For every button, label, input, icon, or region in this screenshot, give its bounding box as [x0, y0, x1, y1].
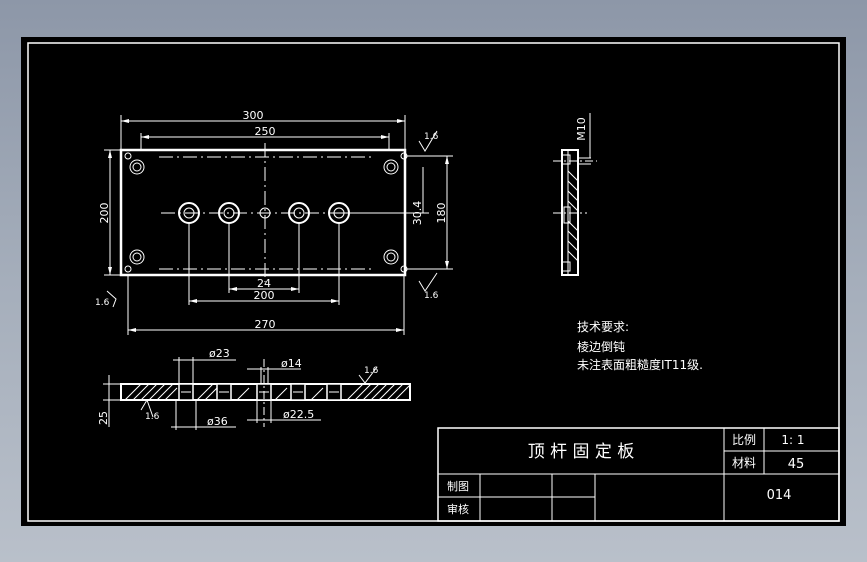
drawing-border [27, 42, 840, 522]
checked-label: 审核 [447, 502, 469, 516]
notes-heading: 技术要求: [577, 320, 629, 334]
roughness-left: 1.6 [95, 298, 110, 308]
drawn-label: 制图 [447, 480, 469, 493]
roughness-section-top: 1.6 [364, 366, 379, 376]
title-block [437, 427, 840, 522]
notes-line2: 未注表面粗糙度IT11级. [577, 357, 703, 372]
roughness-right: 1.6 [424, 291, 439, 301]
scale-label: 比例 [732, 433, 756, 447]
drawing-number: 014 [767, 488, 792, 503]
material-label: 材料 [732, 456, 756, 470]
dim-25: 25 [97, 411, 110, 425]
dim-250: 250 [255, 125, 276, 138]
scale-value: 1: 1 [781, 433, 804, 447]
dim-30-4: 30.4 [411, 201, 424, 226]
thread-label: M10 [575, 117, 588, 141]
dim-phi36: ø36 [207, 415, 228, 428]
side-view [553, 113, 597, 276]
roughness-section-bottom: 1.6 [145, 412, 160, 422]
notes-line1: 棱边倒钝 [577, 339, 625, 354]
section-view [103, 357, 411, 430]
dim-phi22-5: ø22.5 [283, 408, 314, 421]
roughness-top: 1.6 [424, 132, 439, 142]
material-value: 45 [788, 457, 805, 472]
dim-200-bottom: 200 [254, 289, 275, 302]
part-name: 顶 杆 固 定 板 [528, 442, 635, 462]
dim-200-height: 200 [98, 203, 111, 224]
front-view [104, 115, 453, 335]
drawing-viewport[interactable]: 300 250 200 180 30.4 24 200 270 1.6 1.6 … [21, 37, 846, 526]
dim-300: 300 [243, 109, 264, 122]
dim-180: 180 [435, 203, 448, 224]
cad-drawing[interactable]: 300 250 200 180 30.4 24 200 270 1.6 1.6 … [21, 37, 846, 526]
dim-24: 24 [257, 277, 271, 290]
dim-phi23: ø23 [209, 347, 230, 360]
dim-270: 270 [255, 318, 276, 331]
dim-phi14: ø14 [281, 357, 302, 370]
